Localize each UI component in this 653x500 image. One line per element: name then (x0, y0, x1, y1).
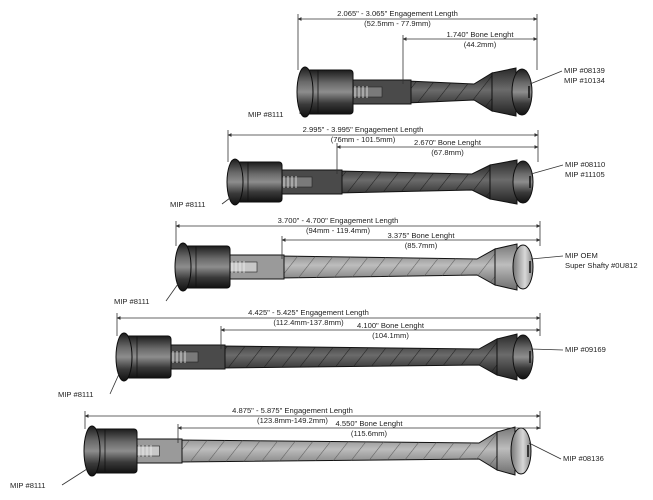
engagement-length-label: 4.875" - 5.875" Engagement Length (232, 406, 353, 415)
bone-length-label: 4.100" Bone Lenght (357, 321, 425, 330)
left-part-number: MIP #8111 (170, 200, 205, 209)
bone-length-label: 3.375" Bone Lenght (388, 231, 456, 240)
right-part-leader (530, 164, 564, 175)
cvd-flare (489, 159, 518, 205)
bone-length-label: 4.550" Bone Lenght (336, 419, 404, 428)
assembly-5: 4.875" - 5.875" Engagement Length(123.8m… (10, 406, 604, 490)
drive-cup-rim (226, 158, 244, 206)
right-part-number: MIP #10134 (564, 76, 605, 85)
right-part-number: MIP #11105 (565, 170, 605, 179)
right-part-number: MIP #08110 (565, 160, 605, 169)
slider-insert (136, 445, 160, 457)
engagement-length-label: 2.995" - 3.995" Engagement Length (303, 125, 424, 134)
right-part-leader (530, 255, 564, 260)
bone-hatch (280, 249, 495, 285)
left-part-leader (221, 197, 231, 205)
right-part-number: MIP #09169 (565, 345, 606, 354)
engagement-length-mm-label: (52.5mm - 77.9mm) (364, 19, 431, 28)
bone-length-mm-label: (85.7mm) (405, 241, 438, 250)
bone-hatch (338, 165, 490, 199)
right-part-number: MIP #08136 (563, 454, 604, 463)
drive-cup-rim (115, 332, 133, 382)
slider-insert (352, 86, 383, 98)
cvd-ball (511, 68, 533, 116)
engagement-length-label: 3.700" - 4.700" Engagement Length (278, 216, 399, 225)
slider-insert (281, 176, 313, 188)
bone-length-mm-label: (104.1mm) (372, 331, 409, 340)
right-part-leader (529, 70, 563, 85)
bone-length-label: 1.740" Bone Lenght (447, 30, 515, 39)
right-part-number: MIP #08139 (564, 66, 605, 75)
engagement-length-mm-label: (94mm - 119.4mm) (306, 226, 370, 235)
drive-cup-rim (174, 242, 192, 292)
assembly-2: 2.995" - 3.995" Engagement Length(76mm -… (170, 125, 605, 209)
cvd-flare (496, 333, 518, 381)
left-part-number: MIP #8111 (58, 390, 93, 399)
right-part-leader (530, 348, 564, 351)
cvd-ball (512, 244, 534, 290)
engagement-length-label: 4.425" - 5.425" Engagement Length (248, 308, 369, 317)
left-part-leader (109, 373, 120, 395)
left-part-number: MIP #8111 (10, 481, 45, 490)
cvd-ball (512, 160, 534, 204)
slider-insert (170, 351, 199, 363)
slider-insert (229, 261, 258, 273)
bone-length-label: 2.670" Bone Lenght (414, 138, 482, 147)
engagement-length-mm-label: (76mm - 101.5mm) (331, 135, 396, 144)
bone-length-mm-label: (115.6mm) (351, 429, 388, 438)
bone-length-mm-label: (67.8mm) (431, 148, 464, 157)
drive-cup-rim (296, 66, 314, 118)
bone-hatch (221, 339, 497, 375)
right-part-number: Super Shafty #0U812 (565, 261, 638, 270)
right-part-number: MIP OEM (565, 251, 598, 260)
left-part-number: MIP #8111 (248, 110, 283, 119)
assembly-1: 2.065" - 3.065" Engagement Length(52.5mm… (248, 9, 605, 119)
left-part-leader (165, 283, 179, 302)
drive-cup-rim (83, 425, 101, 477)
right-part-leader (528, 442, 562, 460)
left-part-number: MIP #8111 (114, 297, 149, 306)
engagement-length-label: 2.065" - 3.065" Engagement Length (337, 9, 458, 18)
assembly-3: 3.700" - 4.700" Engagement Length(94mm -… (114, 216, 638, 306)
bone-hatch (178, 432, 497, 470)
cvd-flare (494, 243, 518, 291)
cvd-ball (512, 334, 534, 380)
bone-hatch (407, 73, 492, 111)
engagement-length-mm-label: (123.8mm-149.2mm) (257, 416, 328, 425)
left-part-leader (61, 468, 88, 486)
engagement-length-mm-label: (112.4mm-137.8mm) (273, 318, 344, 327)
cvd-flare (491, 67, 517, 117)
bone-length-mm-label: (44.2mm) (464, 40, 497, 49)
assembly-4: 4.425" - 5.425" Engagement Length(112.4m… (58, 308, 606, 399)
